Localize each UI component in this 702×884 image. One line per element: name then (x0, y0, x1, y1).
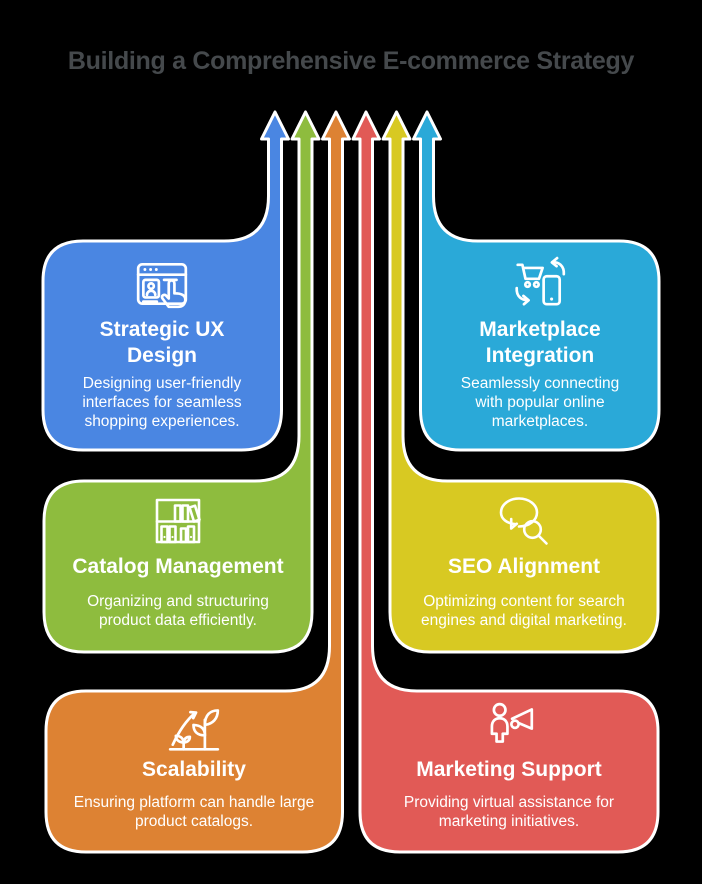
card-seo-alignment: SEO Alignment Optimizing content for sea… (390, 481, 658, 630)
card-title: Strategic UX Design (99, 318, 225, 367)
marketing-support-shape (351, 110, 660, 854)
card-catalog-management: Catalog Management Organizing and struct… (44, 481, 312, 630)
cart-phone-sync-icon (515, 256, 566, 306)
scalability-shape (44, 110, 351, 854)
card-description: Providing virtual assistance for marketi… (403, 794, 615, 830)
card-marketplace-integration: Marketplace Integration Seamlessly conne… (421, 241, 659, 431)
card-title: Marketing Support (416, 758, 602, 781)
card-description: Organizing and structuring product data … (87, 593, 269, 629)
person-megaphone-icon (490, 702, 534, 743)
card-strategic-ux-design: Strategic UX Design Designing user-frien… (43, 241, 281, 431)
bookshelf-icon (155, 498, 201, 544)
page-title: Building a Comprehensive E-commerce Stra… (67, 47, 635, 75)
catalog-management-shape (42, 110, 321, 654)
card-description: Ensuring platform can handle large produ… (73, 794, 315, 830)
card-marketing-support: Marketing Support Providing virtual assi… (360, 691, 658, 831)
card-description: Optimizing content for search engines an… (421, 593, 627, 629)
seo-alignment-shape (381, 110, 660, 654)
card-description: Seamlessly connecting with popular onlin… (460, 375, 620, 430)
card-title: Scalability (142, 758, 246, 781)
card-title: Marketplace Integration (479, 318, 601, 367)
card-title: Catalog Management (72, 555, 284, 578)
growth-plant-icon (168, 709, 220, 751)
card-scalability: Scalability Ensuring platform can handle… (46, 691, 342, 831)
card-title: SEO Alignment (447, 555, 601, 578)
chat-magnifier-icon (499, 497, 548, 545)
browser-user-pointer-icon (136, 262, 188, 309)
card-description: Designing user-friendly interfaces for s… (82, 375, 242, 430)
